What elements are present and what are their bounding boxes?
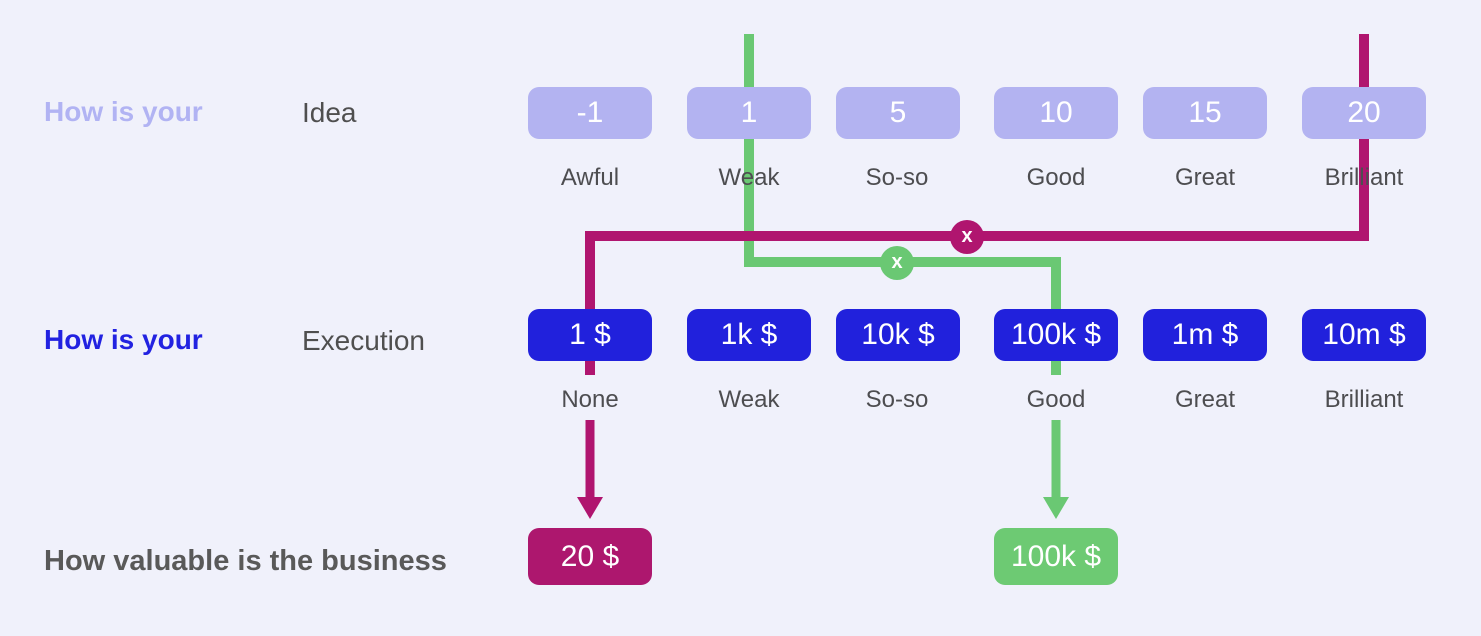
idea-box-brilliant: 20 [1302,87,1426,139]
idea-heading-title: Idea [302,97,357,128]
green-arrowhead-icon [1043,497,1069,519]
execution-box-soso: 10k $ [836,309,960,361]
crimson-arrowhead-icon [577,497,603,519]
execution-box-weak: 1k $ [687,309,811,361]
crimson-multiply-badge: x [950,220,984,254]
idea-box-good: 10 [994,87,1118,139]
idea-row-heading: How is your Idea [44,96,357,128]
execution-label-brilliant: Brilliant [1324,386,1404,413]
execution-box-good: 100k $ [994,309,1118,361]
idea-box-soso: 5 [836,87,960,139]
result-box-green: 100k $ [994,528,1118,585]
execution-label-weak: Weak [718,386,780,413]
execution-label-soso: So-so [865,386,929,413]
idea-label-awful: Awful [560,164,620,191]
execution-label-none: None [561,386,619,413]
execution-heading-prefix: How is your [44,324,203,355]
idea-label-good: Good [1026,164,1086,191]
idea-label-weak: Weak [718,164,780,191]
result-row-heading: How valuable is the business [44,545,447,577]
idea-box-weak: 1 [687,87,811,139]
execution-row-heading: How is your Execution [44,324,425,356]
execution-box-brilliant: 10m $ [1302,309,1426,361]
green-multiply-badge: x [880,246,914,280]
idea-box-awful: -1 [528,87,652,139]
execution-box-none: 1 $ [528,309,652,361]
result-box-crimson: 20 $ [528,528,652,585]
idea-heading-prefix: How is your [44,96,203,127]
execution-heading-title: Execution [302,325,425,356]
execution-box-great: 1m $ [1143,309,1267,361]
idea-box-great: 15 [1143,87,1267,139]
idea-label-brilliant: Brilliant [1324,164,1404,191]
execution-label-great: Great [1174,386,1236,413]
execution-label-good: Good [1026,386,1086,413]
idea-label-soso: So-so [865,164,929,191]
idea-label-great: Great [1174,164,1236,191]
